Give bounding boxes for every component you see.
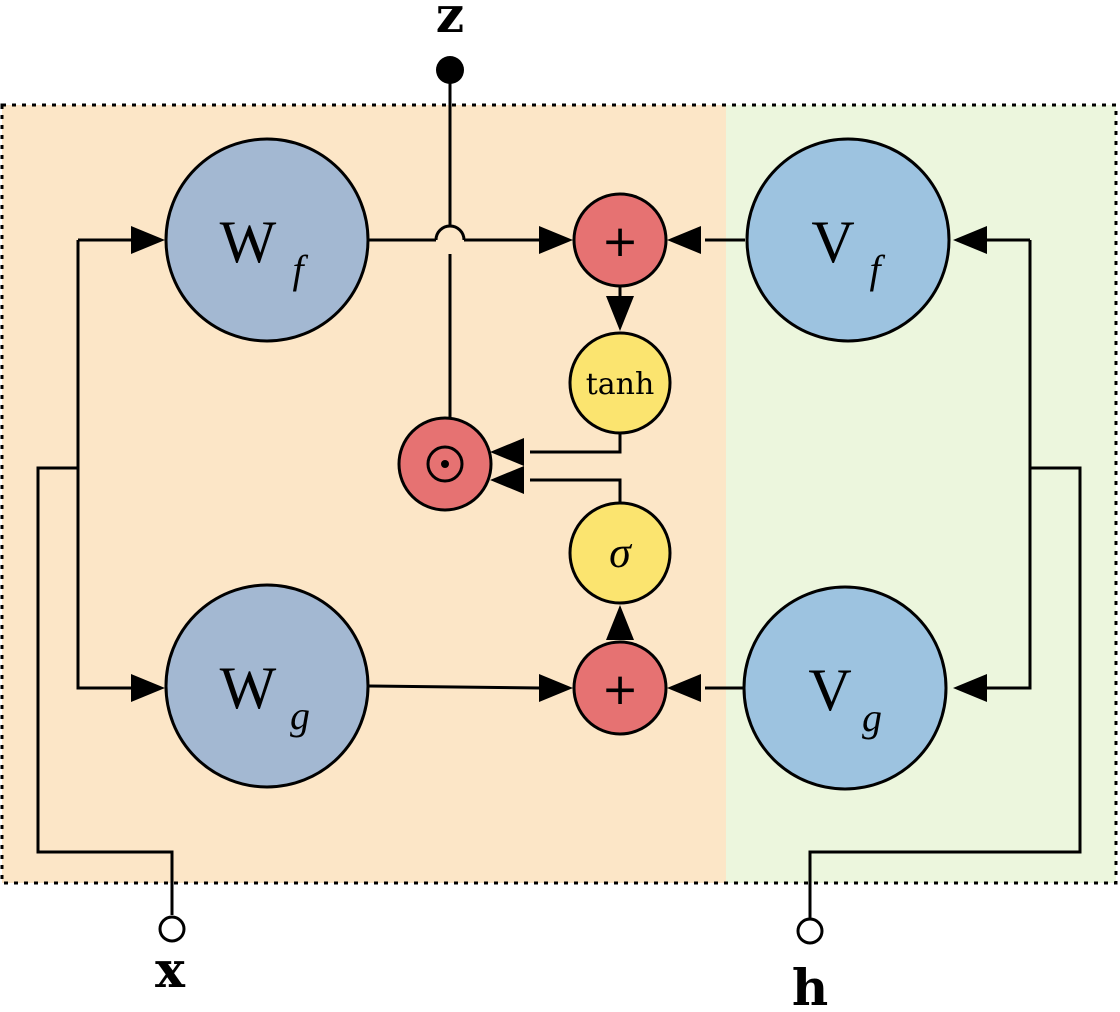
input-h-terminal [796, 917, 824, 945]
input-h: h [792, 917, 828, 1012]
vf-main-label: V [811, 209, 854, 275]
node-tanh: tanh [568, 331, 672, 435]
arrow-sum-to-sigma [606, 605, 634, 640]
arrow-wg-to-sum [539, 674, 573, 702]
input-x-terminal [158, 915, 186, 943]
region-border [0, 103, 1118, 885]
wf-main-label: W [220, 209, 277, 275]
vg-main-label: V [808, 657, 851, 723]
arrow-sigma-to-hadamard [490, 466, 524, 494]
node-sigma: σ [568, 501, 672, 605]
input-h-label: h [792, 958, 828, 1012]
arrow-h-to-vf [953, 226, 987, 254]
arrow-tanh-to-hadamard [490, 438, 524, 466]
arrow-vg-to-sum [667, 674, 701, 702]
sigma-to-hadamard-wire [530, 478, 622, 503]
sum-bottom-label: + [602, 664, 639, 715]
wf-to-sum-wire [368, 224, 540, 242]
arrowheads [131, 226, 987, 702]
sum-top-label: + [602, 216, 639, 267]
wg-sub-label: g [290, 693, 310, 738]
arrow-x-to-wf [131, 226, 165, 254]
node-sum-top: + [572, 192, 668, 288]
arrow-vf-to-sum [667, 226, 701, 254]
hadamard-ring [426, 445, 464, 483]
input-x: x [155, 915, 186, 999]
hadamard-dot [441, 460, 449, 468]
x-input-wires [36, 238, 174, 915]
arrow-sum-to-tanh [606, 296, 634, 331]
tanh-label: tanh [586, 367, 655, 402]
node-vg: V g [742, 585, 948, 791]
tanh-to-hadamard-wire [530, 431, 622, 454]
node-wf: W f [164, 137, 370, 343]
node-hadamard [397, 416, 493, 512]
arrow-x-to-wg [131, 674, 165, 702]
arrow-wf-to-sum [539, 226, 573, 254]
output-z: z [436, 0, 464, 84]
vg-sub-label: g [862, 695, 882, 740]
arrow-h-to-vg [953, 674, 987, 702]
wg-to-sum-wire [367, 684, 541, 690]
node-sum-bottom: + [572, 640, 668, 736]
wg-main-label: W [220, 655, 277, 721]
node-wg: W g [164, 583, 370, 789]
node-vf: V f [745, 137, 951, 343]
h-input-wires [808, 238, 1082, 918]
output-z-terminal [436, 56, 464, 84]
sigma-label: σ [609, 528, 633, 577]
output-z-label: z [436, 0, 464, 44]
input-x-label: x [155, 940, 186, 999]
